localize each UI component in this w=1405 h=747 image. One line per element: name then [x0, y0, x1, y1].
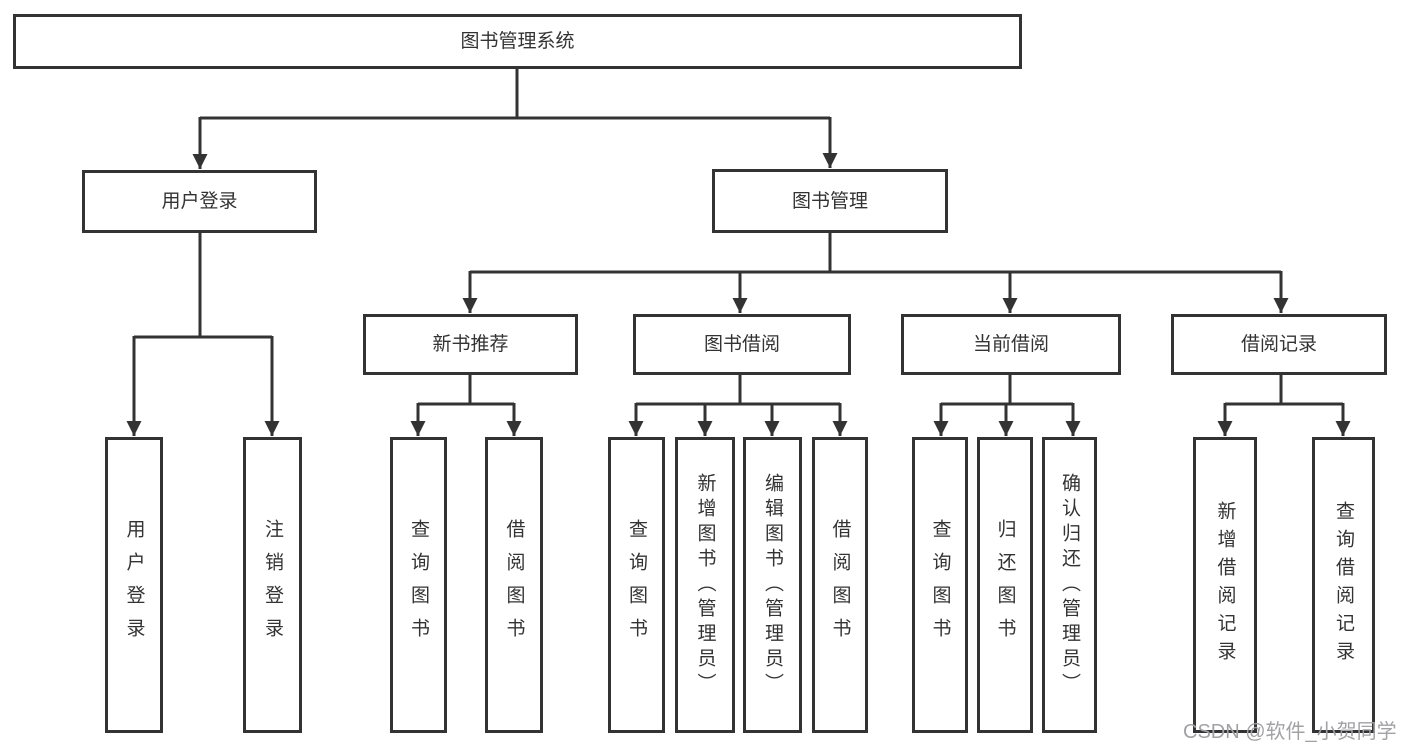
- leaf-query-books-borrowing: 查询图书: [608, 437, 665, 733]
- node-label: 图书借阅: [703, 334, 780, 355]
- leaf-edit-book-admin: 编辑图书（管理员）: [743, 437, 802, 733]
- leaf-label: 借阅图书: [503, 519, 525, 651]
- leaf-query-books-current: 查询图书: [912, 437, 968, 733]
- node-label: 借阅记录: [1240, 334, 1317, 355]
- leaf-label: 归还图书: [994, 519, 1016, 651]
- node-label: 用户登录: [161, 191, 238, 212]
- leaf-add-book-admin: 新增图书（管理员）: [675, 437, 735, 733]
- node-book-management: 图书管理: [712, 169, 948, 233]
- leaf-label: 查询图书: [929, 519, 951, 651]
- leaf-label: 确认归还（管理员）: [1059, 472, 1080, 698]
- leaf-borrow-books-recommend: 借阅图书: [485, 437, 543, 733]
- node-book-borrowing: 图书借阅: [633, 314, 851, 375]
- leaf-query-books-recommend: 查询图书: [390, 437, 447, 733]
- node-root-system: 图书管理系统: [13, 14, 1022, 69]
- leaf-borrow-books-borrowing: 借阅图书: [812, 437, 868, 733]
- node-borrowing-records: 借阅记录: [1171, 314, 1387, 375]
- leaf-label: 用户登录: [123, 519, 145, 651]
- leaf-label: 查询借阅记录: [1333, 501, 1354, 669]
- leaf-label: 新增借阅记录: [1214, 501, 1236, 669]
- leaf-confirm-return-admin: 确认归还（管理员）: [1042, 437, 1097, 733]
- leaf-user-login: 用户登录: [105, 437, 163, 733]
- leaf-label: 编辑图书（管理员）: [762, 472, 783, 698]
- leaf-add-borrow-record: 新增借阅记录: [1193, 437, 1257, 733]
- leaf-logout: 注销登录: [243, 437, 302, 733]
- leaf-label: 新增图书（管理员）: [694, 472, 716, 698]
- csdn-watermark: CSDN @软件_小贺同学: [1183, 721, 1397, 743]
- leaf-return-books: 归还图书: [977, 437, 1033, 733]
- node-label: 新书推荐: [432, 334, 509, 355]
- leaf-label: 注销登录: [262, 519, 283, 651]
- leaf-label: 借阅图书: [829, 519, 851, 651]
- node-label: 图书管理: [791, 190, 868, 212]
- leaf-query-borrow-record: 查询借阅记录: [1312, 437, 1375, 733]
- node-new-book-recommend: 新书推荐: [363, 314, 578, 375]
- node-label: 当前借阅: [972, 334, 1049, 355]
- node-label: 图书管理系统: [460, 31, 575, 52]
- leaf-label: 查询图书: [408, 519, 429, 651]
- node-current-borrowing: 当前借阅: [901, 314, 1121, 375]
- node-user-login-group: 用户登录: [82, 170, 317, 233]
- leaf-label: 查询图书: [626, 519, 647, 651]
